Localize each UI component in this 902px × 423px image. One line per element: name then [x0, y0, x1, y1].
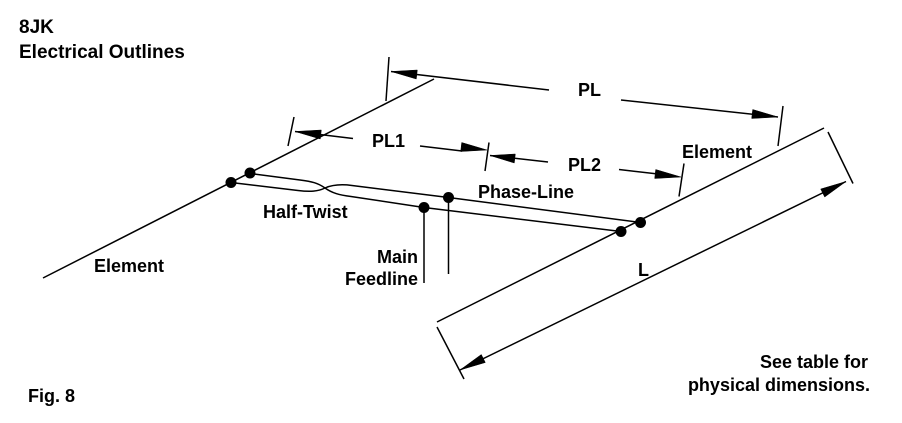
pl-arrow-right-icon [751, 109, 779, 119]
pl-dim-line-right [620, 99, 779, 118]
pl1-label: PL1 [372, 131, 405, 151]
l-tick-upper [827, 131, 854, 184]
pl2-arrow-right-icon [654, 169, 682, 179]
feedline-right-connection-dot [443, 192, 454, 203]
l-tick-lower [436, 326, 465, 380]
pl-tick-right [777, 105, 784, 147]
pl1-tick-left [287, 116, 295, 147]
title-line1: 8JK [19, 17, 54, 38]
main-feedline-label-line1: Main [377, 247, 418, 267]
l-label: L [638, 260, 649, 280]
l-dim-line [459, 180, 847, 371]
l-arrow-upper-icon [820, 181, 847, 198]
right-element-line [436, 127, 825, 323]
left-element-upper-connection-dot [244, 167, 256, 179]
pl1-dim-line-right [419, 145, 463, 152]
title-line2: Electrical Outlines [19, 42, 185, 63]
feedline-left-connection-dot [418, 202, 430, 213]
left-element-line [42, 78, 435, 279]
note-line1: See table for [760, 352, 868, 372]
pl2-arrow-left-icon [489, 153, 516, 164]
pl1-pl2-center-tick [484, 142, 490, 172]
figure-caption: Fig. 8 [28, 386, 75, 406]
l-arrow-lower-icon [459, 354, 486, 371]
pl-arrow-left-icon [390, 69, 418, 80]
element-right-label: Element [682, 142, 752, 162]
pl2-tick-right [678, 163, 685, 197]
pl-tick-left [385, 56, 390, 102]
main-feedline-label-line2: Feedline [345, 269, 418, 289]
pl2-dim-line-right [618, 168, 659, 175]
pl2-label: PL2 [568, 155, 601, 175]
right-element-lower-connection-dot [615, 226, 627, 237]
pl-dim-line-left [390, 70, 550, 91]
right-element-upper-connection-dot [635, 217, 646, 228]
pl1-arrow-right-icon [460, 142, 488, 152]
phase-line-label: Phase-Line [478, 182, 574, 202]
pl1-arrow-left-icon [294, 129, 322, 140]
element-left-label: Element [94, 256, 164, 276]
half-twist-label: Half-Twist [263, 202, 348, 222]
phase-line-wire-b [230, 181, 641, 224]
pl-label: PL [578, 80, 601, 100]
note-line2: physical dimensions. [688, 375, 870, 395]
left-element-lower-connection-dot [225, 177, 237, 188]
